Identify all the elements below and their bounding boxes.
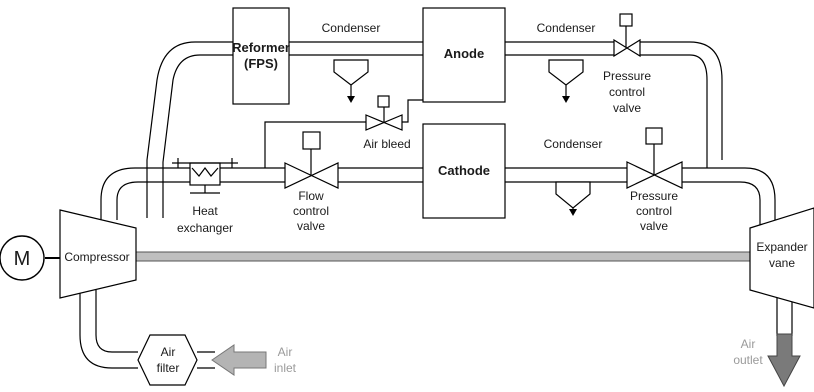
svg-text:control: control [636, 204, 672, 218]
anode-condenser: Condenser [537, 21, 596, 103]
svg-text:control: control [293, 204, 329, 218]
svg-text:exchanger: exchanger [177, 221, 233, 235]
svg-text:valve: valve [613, 101, 641, 115]
cathode-pressure-valve: Pressure control valve [626, 127, 683, 233]
svg-text:valve: valve [297, 219, 325, 233]
reformer-sublabel: (FPS) [244, 56, 278, 71]
svg-text:inlet: inlet [274, 361, 297, 375]
air-inlet-label: Air [278, 345, 293, 359]
cathode-box: Cathode [422, 123, 506, 219]
anode-loop-pipe [146, 41, 723, 218]
reformer-condenser-label: Condenser [322, 21, 381, 35]
reformer-condenser: Condenser [322, 21, 381, 103]
svg-text:Flow: Flow [298, 189, 324, 203]
svg-text:Expander: Expander [756, 240, 807, 254]
cathode-label: Cathode [438, 163, 490, 178]
svg-text:outlet: outlet [733, 353, 763, 367]
reformer-label: Reformer [232, 40, 290, 55]
air-outlet-label: Air [741, 337, 756, 351]
air-inlet-arrow-icon [211, 344, 267, 376]
intake-pipe [79, 290, 215, 369]
motor-label: M [14, 248, 31, 270]
svg-text:Air: Air [161, 345, 176, 359]
svg-text:filter: filter [157, 361, 180, 375]
svg-text:valve: valve [640, 219, 668, 233]
air-bleed-label: Air bleed [363, 137, 410, 151]
cathode-condenser-label: Condenser [544, 137, 603, 151]
flow-control-valve: Flow control valve [284, 131, 339, 233]
air-filter: Air filter [137, 334, 198, 386]
anode-box: Anode [422, 7, 506, 103]
expander: Expander vane [749, 207, 814, 309]
drive-shaft [135, 251, 751, 262]
svg-text:Pressure: Pressure [630, 189, 678, 203]
air-outlet-arrow-icon [767, 333, 801, 388]
cathode-condenser: Condenser [544, 137, 603, 216]
compressor-label: Compressor [64, 250, 129, 264]
svg-text:Heat: Heat [192, 204, 218, 218]
svg-text:Pressure: Pressure [603, 69, 651, 83]
air-bleed-valve: Air bleed [363, 95, 411, 151]
reformer-box: Reformer (FPS) [232, 7, 290, 105]
anode-label: Anode [444, 46, 484, 61]
motor: M [0, 235, 45, 281]
svg-text:control: control [609, 85, 645, 99]
svg-text:vane: vane [769, 256, 795, 270]
heat-exchanger: Heat exchanger [172, 158, 238, 235]
anode-condenser-label: Condenser [537, 21, 596, 35]
compressor: Compressor [59, 209, 137, 299]
anode-pressure-valve: Pressure control valve [603, 13, 651, 115]
